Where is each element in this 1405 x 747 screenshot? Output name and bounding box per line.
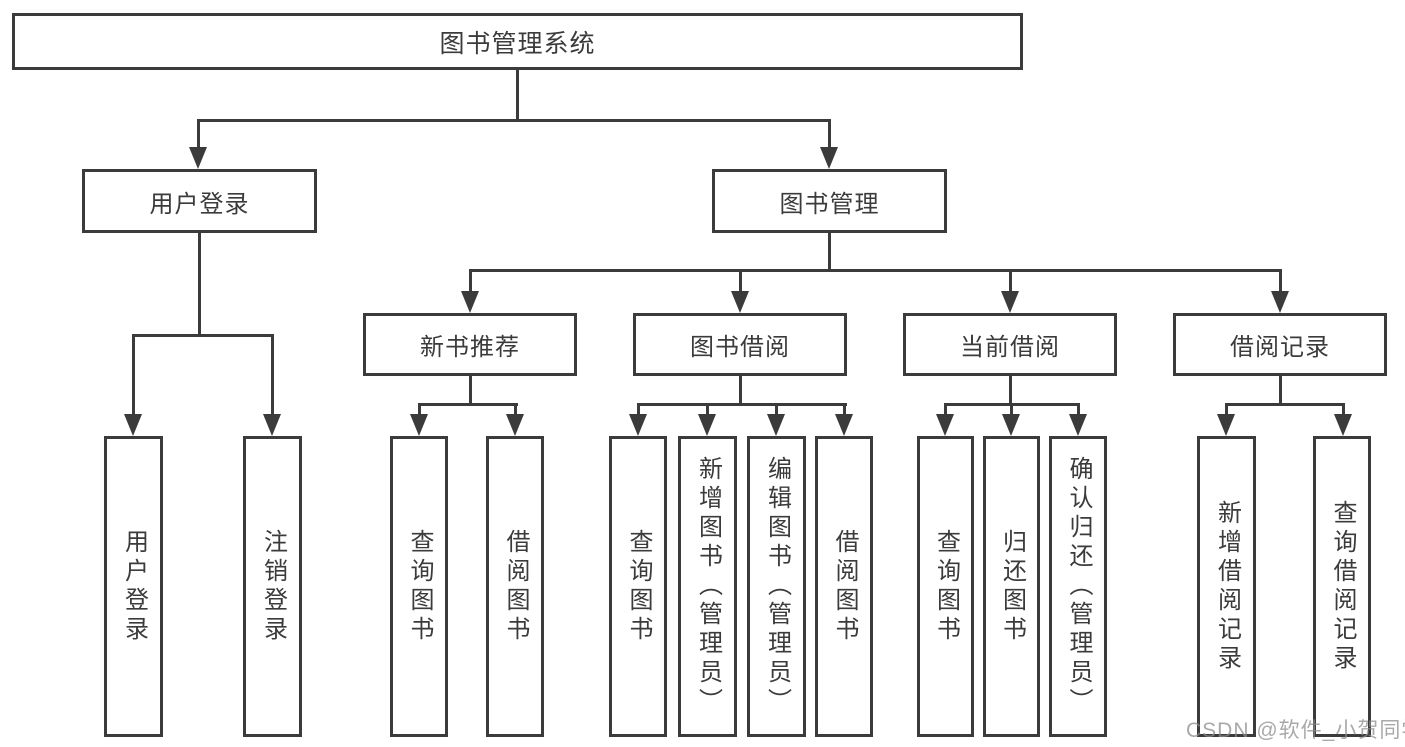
- arrow-down-icon: [124, 414, 142, 436]
- arrow-down-icon: [936, 414, 954, 436]
- node-label: 查询图书: [406, 528, 433, 645]
- node-label: 归还图书: [998, 528, 1026, 645]
- node-label: 查询图书: [625, 528, 652, 645]
- connector-root-stem: [516, 70, 519, 120]
- node-label: 新增借阅记录: [1213, 499, 1241, 674]
- node-label: 查询借阅记录: [1329, 499, 1356, 674]
- connector-book-management-rail: [469, 269, 1282, 272]
- node-label: 图书管理系统: [439, 29, 596, 58]
- connector-leaf-stem: [843, 403, 846, 415]
- connector-new-book-rec-rail: [418, 403, 518, 406]
- node-leaf-borrow-books-2: 借阅图书: [815, 436, 873, 737]
- node-borrowing-records: 借阅记录: [1173, 313, 1387, 376]
- connector-to-logout-leaf: [271, 334, 274, 415]
- node-leaf-borrow-books-1: 借阅图书: [486, 436, 544, 737]
- node-leaf-logout: 注销登录: [243, 436, 302, 737]
- node-label: 新书推荐: [420, 334, 520, 361]
- node-label: 编辑图书（管理员）: [763, 456, 791, 717]
- arrow-down-icon: [1002, 414, 1020, 436]
- connector-leaf-stem: [514, 403, 517, 415]
- connector-user-login-rail: [132, 334, 274, 337]
- node-label: 新增图书（管理员）: [694, 456, 722, 717]
- connector-borrow-records-stem: [1279, 376, 1282, 406]
- connector-book-borrow-rail: [637, 403, 847, 406]
- node-label: 查询图书: [932, 528, 960, 645]
- connector-leaf-stem: [637, 403, 640, 415]
- node-label: 借阅图书: [502, 528, 529, 645]
- connector-leaf-stem: [706, 403, 709, 415]
- connector-leaf-stem: [944, 403, 947, 415]
- node-label: 当前借阅: [960, 334, 1060, 361]
- node-label: 用户登录: [120, 528, 148, 645]
- arrow-down-icon: [629, 414, 647, 436]
- node-label: 图书管理: [779, 190, 880, 218]
- connector-leaf-stem: [775, 403, 778, 415]
- connector-leaf-stem: [418, 403, 421, 415]
- node-leaf-query-books-3: 查询图书: [917, 436, 974, 737]
- arrow-down-icon: [835, 414, 853, 436]
- arrow-down-icon: [263, 414, 281, 436]
- node-leaf-add-books-admin: 新增图书（管理员）: [678, 436, 737, 737]
- connector-leaf-stem: [1342, 403, 1345, 415]
- connector-new-book-rec-stem: [469, 376, 472, 406]
- node-leaf-query-borrow-record: 查询借阅记录: [1313, 436, 1371, 737]
- node-label: 确认归还（管理员）: [1065, 456, 1092, 717]
- node-book-management-branch: 图书管理: [712, 169, 947, 233]
- arrow-down-icon: [1334, 414, 1352, 436]
- arrow-down-icon: [731, 291, 749, 313]
- node-leaf-add-borrow-record: 新增借阅记录: [1197, 436, 1256, 737]
- node-book-borrowing: 图书借阅: [633, 313, 847, 376]
- node-label: 注销登录: [259, 528, 287, 645]
- connector-to-borrow-records: [1279, 269, 1282, 292]
- connector-to-book-borrow: [739, 269, 742, 292]
- node-leaf-return-books: 归还图书: [983, 436, 1040, 737]
- node-leaf-query-books-2: 查询图书: [609, 436, 667, 737]
- arrow-down-icon: [1069, 414, 1087, 436]
- arrow-down-icon: [410, 414, 428, 436]
- csdn-watermark: CSDN @软件_小贺同学: [1186, 719, 1405, 742]
- arrow-down-icon: [1001, 291, 1019, 313]
- node-leaf-edit-books-admin: 编辑图书（管理员）: [747, 436, 806, 737]
- connector-book-borrow-stem: [739, 376, 742, 406]
- arrow-down-icon: [820, 147, 838, 169]
- arrow-down-icon: [189, 147, 207, 169]
- connector-user-login-stem: [198, 233, 201, 336]
- connector-leaf-stem: [1077, 403, 1080, 415]
- arrow-down-icon: [461, 291, 479, 313]
- arrow-down-icon: [1217, 414, 1235, 436]
- connector-leaf-stem: [1010, 403, 1013, 415]
- node-leaf-query-books-1: 查询图书: [390, 436, 448, 737]
- node-new-book-recommend: 新书推荐: [363, 313, 577, 376]
- node-user-login-branch: 用户登录: [82, 169, 317, 233]
- arrow-down-icon: [1271, 291, 1289, 313]
- connector-root-rail: [197, 119, 831, 122]
- connector-current-borrow-stem: [1009, 376, 1012, 406]
- connector-borrow-records-rail: [1225, 403, 1345, 406]
- connector-leaf-stem: [1225, 403, 1228, 415]
- node-current-borrowing: 当前借阅: [903, 313, 1117, 376]
- node-label: 图书借阅: [690, 334, 790, 361]
- connector-root-to-book-management: [828, 119, 831, 149]
- connector-to-current-borrow: [1009, 269, 1012, 292]
- connector-to-new-book-rec: [469, 269, 472, 292]
- connector-book-management-stem: [828, 233, 831, 271]
- arrow-down-icon: [767, 414, 785, 436]
- node-label: 用户登录: [149, 190, 250, 218]
- connector-root-to-user-login: [197, 119, 200, 149]
- node-label: 借阅记录: [1230, 334, 1330, 361]
- node-leaf-user-login: 用户登录: [104, 436, 163, 737]
- node-label: 借阅图书: [831, 528, 858, 645]
- arrow-down-icon: [698, 414, 716, 436]
- node-library-management-system: 图书管理系统: [12, 13, 1023, 70]
- connector-to-user-login-leaf: [132, 334, 135, 415]
- node-leaf-confirm-return-admin: 确认归还（管理员）: [1049, 436, 1107, 737]
- arrow-down-icon: [506, 414, 524, 436]
